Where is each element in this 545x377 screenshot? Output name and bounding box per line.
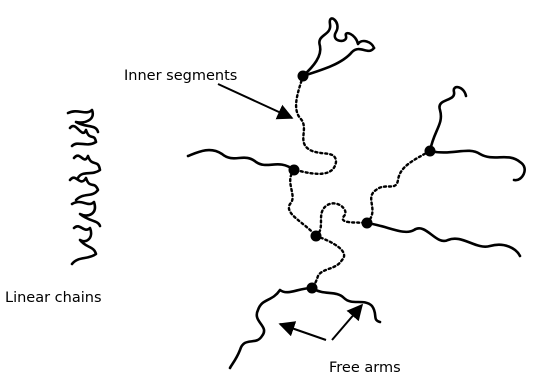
linear-chain-6 [72, 226, 96, 264]
linear-chains-label: Linear chains [5, 290, 102, 306]
free-arm-bottom-left [230, 288, 312, 368]
branch-point-bottom [307, 283, 318, 294]
inner-segment-left [289, 170, 316, 236]
free-arms-arrow-left [280, 324, 326, 340]
free-arm-bottom [312, 288, 380, 322]
free-arm-right [430, 151, 525, 180]
inner-segments-label: Inner segments [124, 68, 237, 84]
linear-chain-4 [70, 178, 98, 200]
branch-point-lower [311, 231, 322, 242]
linear-chain-5 [72, 202, 100, 226]
free-arm-center-right [367, 223, 520, 256]
free-arms-label: Free arms [329, 360, 401, 376]
branch-point-left [289, 165, 300, 176]
inner-segment-bottom [312, 236, 344, 288]
inner-segment-top [296, 76, 336, 174]
branch-point-top [298, 71, 309, 82]
inner-segments-arrow [218, 84, 292, 118]
free-arm-left [188, 150, 294, 170]
branch-point-center [362, 218, 373, 229]
linear-chain-3 [74, 156, 100, 178]
free-arms [188, 19, 525, 368]
branch-point-right [425, 146, 436, 157]
free-arm-right-top [430, 87, 466, 151]
free-arm-top [303, 19, 374, 76]
linear-chain-1 [68, 110, 98, 132]
linear-chains-cluster [68, 110, 100, 264]
inner-segment-center [316, 203, 367, 236]
free-arm-top-branch [303, 48, 374, 76]
linear-chain-2 [70, 126, 96, 146]
branch-points [289, 71, 436, 294]
free-arms-arrow-right [332, 305, 362, 340]
inner-segments [289, 76, 430, 288]
inner-segment-right [367, 151, 430, 223]
